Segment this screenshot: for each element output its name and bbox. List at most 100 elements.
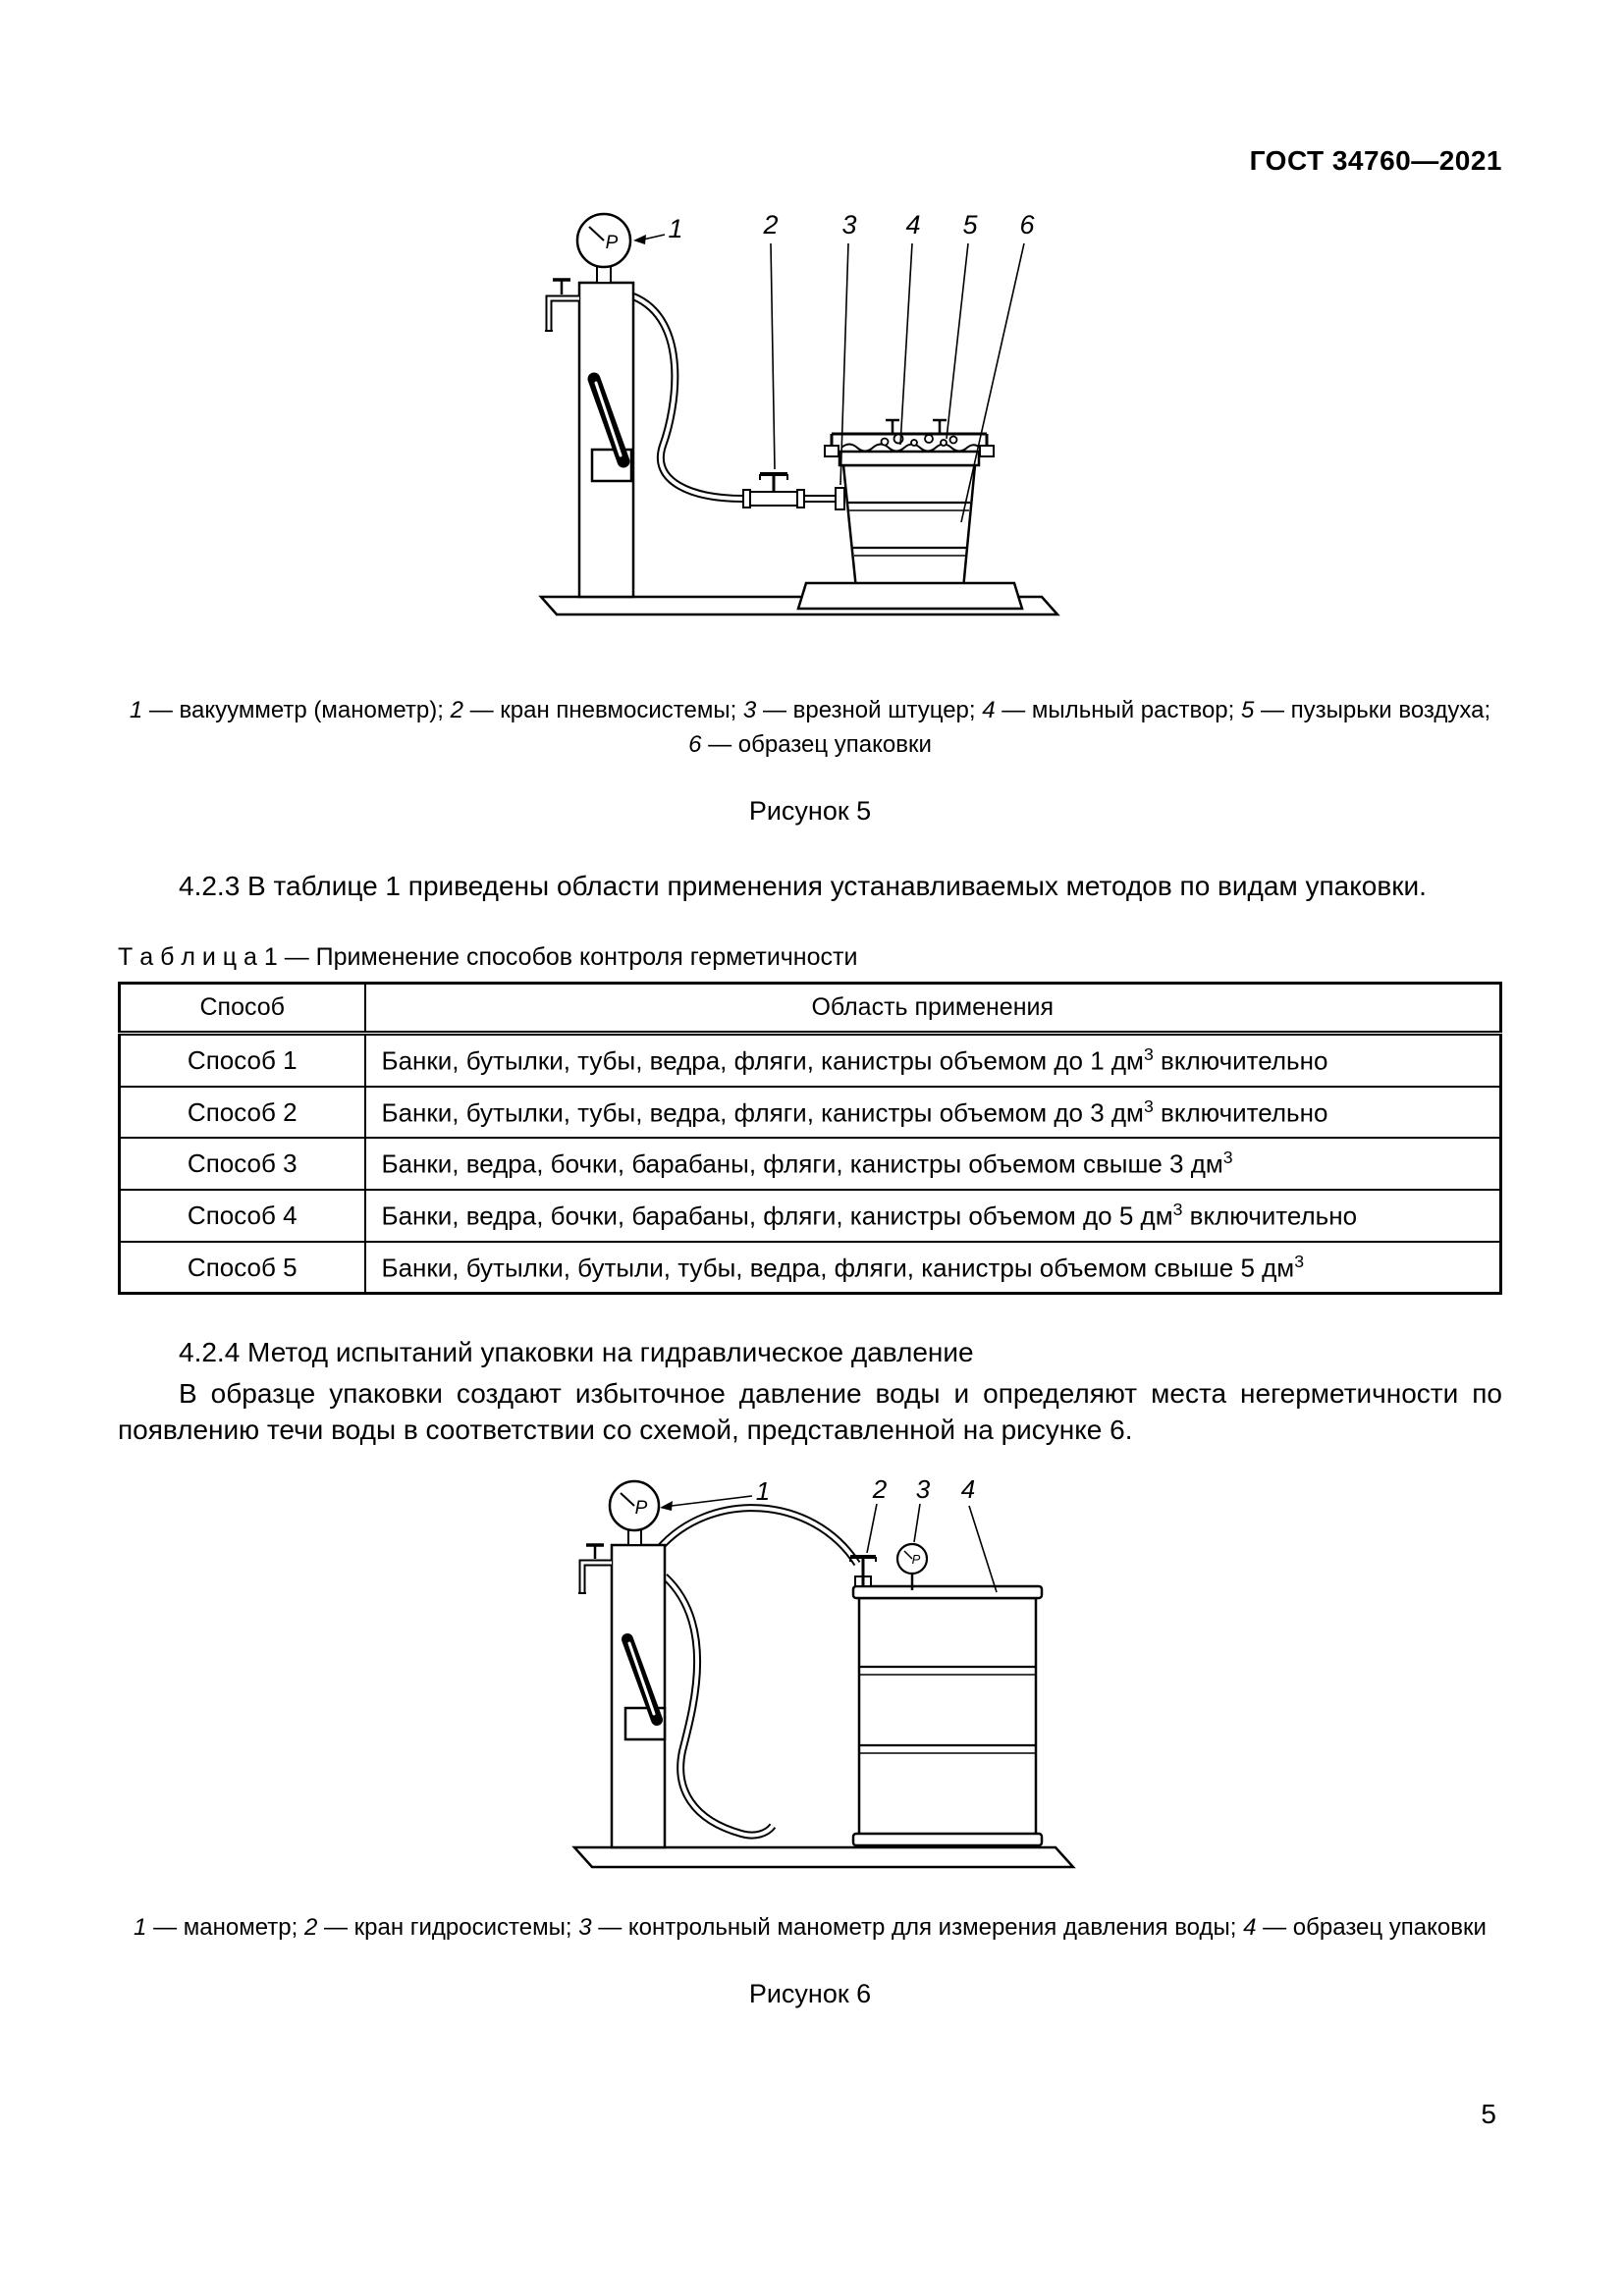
leader-line-2 [770, 242, 776, 470]
area-cell: Банки, бутылки, бутыли, тубы, ведра, фля… [363, 1240, 1502, 1295]
gauge-needle [903, 1550, 913, 1560]
leader-line-4 [968, 1505, 998, 1593]
pump-stand [610, 1527, 667, 1849]
table-row: Способ 4 Банки, ведра, бочки, барабаны, … [118, 1189, 1502, 1243]
gauge-letter: Р [606, 233, 619, 253]
drum-top-chime [851, 1584, 1044, 1600]
heading-4-2-4: 4.2.4 Метод испытаний упаковки на гидрав… [179, 1337, 974, 1368]
caption-ref-num: 1 [134, 1913, 147, 1941]
caption-ref-num: 2 [450, 697, 463, 723]
clamp-foot [979, 445, 995, 457]
figure-label-2: 2 [762, 210, 778, 240]
area-cell: Банки, бутылки, тубы, ведра, фляги, кани… [363, 1085, 1502, 1140]
caption-text: — мыльный раствор; [1001, 697, 1235, 723]
table-1: Способ Область применения Способ 1 Банки… [118, 982, 1502, 1296]
caption-ref-num: 2 [303, 1913, 318, 1941]
caption-ref-num: 6 [688, 730, 702, 758]
document-header: ГОСТ 34760—2021 [1249, 145, 1502, 176]
caption-ref-num: 1 [129, 697, 143, 723]
caption-text: — образец упаковки [708, 730, 932, 758]
figure-6: Р [118, 1470, 1502, 1888]
area-text: Банки, бутылки, тубы, ведра, фляги, кани… [381, 1045, 1144, 1076]
base-plate [571, 1845, 1076, 1869]
tapped-fitting [835, 487, 845, 510]
drum-bottom-chime [851, 1832, 1044, 1847]
area-cell: Банки, бутылки, тубы, ведра, фляги, кани… [363, 1032, 1502, 1088]
superscript: 3 [1294, 1251, 1305, 1271]
hydraulic-valve [849, 1554, 877, 1587]
table-row: Способ 3 Банки, ведра, бочки, барабаны, … [118, 1137, 1502, 1192]
column-header-area: Область применения [363, 982, 1502, 1037]
area-text-after: включительно [1153, 1045, 1328, 1076]
caption-text: — врезной штуцер; [762, 697, 976, 723]
caption-text: — вакуумметр (манометр); [148, 697, 444, 723]
leader-line-1 [642, 234, 666, 240]
leader-line-3 [913, 1503, 921, 1543]
figure6-diagram: Р [571, 1474, 1076, 1869]
soap-solution-wave [840, 443, 980, 453]
figure-label-5: 5 [962, 210, 978, 240]
leader-line-4 [899, 242, 913, 446]
table-header-row: Способ Область применения [118, 982, 1502, 1037]
method-cell: Способ 5 [118, 1240, 366, 1295]
figure-5: Р [118, 204, 1502, 670]
figure-label-3: 3 [841, 210, 856, 240]
gauge-letter: Р [912, 1552, 921, 1567]
pneumatic-valve [742, 472, 845, 510]
column-header-method: Способ [118, 982, 366, 1037]
method-cell: Способ 2 [118, 1085, 366, 1140]
area-text: Банки, ведра, бочки, барабаны, фляги, ка… [381, 1201, 1173, 1231]
superscript: 3 [1172, 1200, 1183, 1220]
area-text: Банки, бутылки, тубы, ведра, фляги, кани… [381, 1097, 1144, 1128]
figure5-callouts [633, 234, 1025, 523]
caption-text: — контрольный манометр для измерения дав… [598, 1913, 1237, 1941]
figure6-callouts [660, 1495, 998, 1593]
pump-stand [577, 265, 635, 599]
caption-ref-num: 4 [982, 697, 996, 723]
page-number: 5 [1481, 2099, 1496, 2129]
area-text-after: включительно [1153, 1097, 1328, 1128]
figure5-diagram: Р [538, 210, 1060, 616]
figure6-labels: 1 2 3 4 [756, 1474, 975, 1506]
pump-lever [622, 1632, 667, 1741]
gauge-stem [596, 265, 612, 284]
paragraph-4-2-4: В образце упаковки создают избыточное да… [118, 1377, 1502, 1446]
figure5-caption: 1 — вакуумметр (манометр); 2 — кран пнев… [118, 694, 1502, 763]
paragraph-4-2-3: 4.2.3 В таблице 1 приведены области прим… [179, 870, 1427, 901]
superscript: 3 [1222, 1148, 1233, 1168]
table-row: Способ 2 Банки, бутылки, тубы, ведра, фл… [118, 1085, 1502, 1140]
drain-tap [578, 1543, 612, 1594]
vacuum-gauge-icon: Р [575, 212, 632, 269]
lid-clamp-assembly [824, 418, 995, 457]
leader-line-2 [866, 1503, 878, 1554]
caption-text: — образец упаковки [1263, 1913, 1487, 1941]
figure-label-4: 4 [905, 210, 920, 240]
pump-lever [587, 372, 633, 483]
area-text-after: включительно [1182, 1201, 1358, 1231]
air-bubbles [880, 433, 958, 447]
method-cell: Способ 4 [118, 1189, 366, 1243]
caption-ref-num: 5 [1240, 697, 1255, 723]
figure-label-3: 3 [916, 1474, 931, 1504]
table-row: Способ 1 Банки, бутылки, тубы, ведра, фл… [118, 1032, 1502, 1088]
area-text: Банки, ведра, бочки, барабаны, фляги, ка… [381, 1149, 1223, 1180]
pressure-gauge-icon: Р [608, 1479, 661, 1532]
gauge-needle [588, 226, 605, 241]
figure-label-4: 4 [961, 1474, 975, 1504]
superscript: 3 [1143, 1044, 1154, 1065]
method-cell: Способ 1 [118, 1032, 366, 1088]
figure-label-1: 1 [756, 1476, 770, 1506]
arrowhead-icon [660, 1500, 673, 1511]
caption-text: — кран пневмосистемы; [469, 697, 737, 723]
arrowhead-icon [633, 235, 646, 244]
caption-text: — пузырьки воздуха; [1261, 697, 1491, 723]
superscript: 3 [1143, 1095, 1154, 1116]
leader-line-5 [946, 242, 969, 440]
vacuum-hose [631, 293, 744, 503]
figure-label-1: 1 [668, 214, 682, 243]
figure-label-2: 2 [872, 1474, 888, 1504]
leader-line-6 [960, 242, 1025, 523]
table-row: Способ 5 Банки, бутылки, бутыли, тубы, в… [118, 1240, 1502, 1295]
leader-line-3 [839, 242, 849, 486]
